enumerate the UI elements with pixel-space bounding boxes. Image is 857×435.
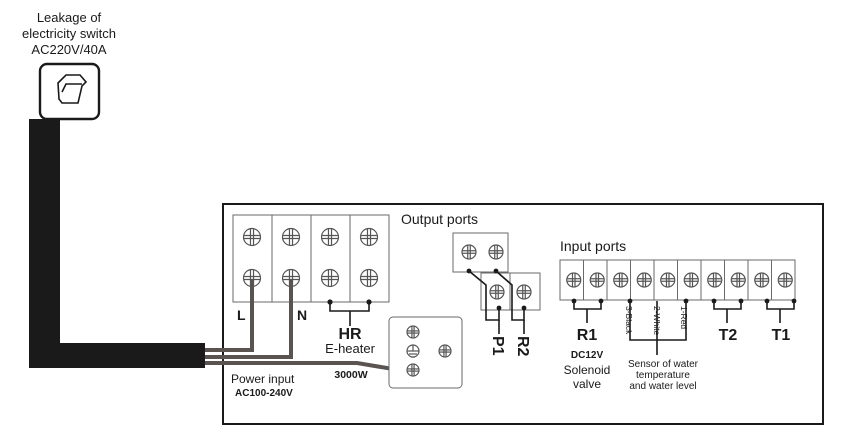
output-ports-title: Output ports	[401, 211, 478, 227]
sensor-wiring	[627, 298, 689, 355]
r1-name-line2: valve	[573, 377, 601, 391]
screw-terminal-icon	[488, 244, 504, 260]
main-cable-horizontal	[29, 343, 205, 368]
t2-bracket	[711, 298, 744, 323]
heater-bracket	[327, 299, 372, 326]
screw-terminal-icon	[320, 268, 340, 288]
switch-title-line2: electricity switch	[22, 26, 116, 41]
power-terminal-block	[232, 214, 390, 303]
screw-terminal-icon	[613, 272, 629, 288]
screw-terminal-icon	[636, 272, 652, 288]
screw-terminal-icon	[707, 272, 723, 288]
screw-terminal-icon	[281, 227, 301, 247]
sensor-line1: Sensor of water	[628, 359, 699, 370]
screw-terminal-icon	[777, 272, 793, 288]
screw-terminal-icon	[242, 227, 262, 247]
screw-terminal-icon	[589, 272, 605, 288]
switch-rating: AC220V/40A	[31, 42, 106, 57]
r1-bracket	[571, 298, 604, 323]
heater-power: 3000W	[334, 369, 367, 381]
label-t1: T1	[772, 327, 791, 344]
screw-terminal-icon	[359, 268, 379, 288]
switch-title-line1: Leakage of	[37, 10, 102, 25]
screw-terminal-icon	[438, 344, 452, 358]
screw-terminal-icon	[461, 244, 477, 260]
wire-ground	[205, 361, 394, 371]
r1-code: R1	[577, 327, 598, 344]
screw-terminal-icon	[683, 272, 699, 288]
main-cable-vertical	[29, 119, 52, 368]
wire-label-white: 2-White	[652, 306, 662, 336]
screw-terminal-icon	[489, 284, 505, 300]
ground-terminal-icon	[406, 344, 420, 358]
label-p1: P1	[489, 336, 506, 356]
power-input-label: Power input	[231, 372, 295, 386]
label-r2: R2	[514, 336, 531, 357]
screw-terminal-icon	[320, 227, 340, 247]
screw-terminal-icon	[566, 272, 582, 288]
input-ports-title: Input ports	[560, 238, 626, 254]
output-wiring	[466, 268, 527, 334]
power-input-range: AC100-240V	[235, 388, 293, 399]
sensor-line2: temperature	[636, 370, 690, 381]
rocker-switch-icon	[57, 74, 88, 104]
leakage-switch	[38, 62, 101, 121]
label-l: L	[237, 307, 246, 323]
wire-label-black: 3-Black	[624, 306, 634, 335]
screw-terminal-icon	[730, 272, 746, 288]
r1-voltage: DC12V	[571, 350, 604, 361]
heater-code: HR	[338, 326, 362, 343]
r1-name-line1: Solenoid	[564, 363, 611, 377]
wire-live	[205, 280, 254, 352]
wire-label-red: 1-Red	[679, 306, 689, 329]
screw-terminal-icon	[359, 227, 379, 247]
screw-terminal-icon	[406, 325, 420, 339]
sensor-line3: and water level	[629, 381, 696, 392]
heater-name: E-heater	[325, 341, 376, 356]
t1-bracket	[764, 298, 797, 323]
screw-terminal-icon	[516, 284, 532, 300]
screw-terminal-icon	[242, 268, 262, 288]
label-n: N	[297, 307, 307, 323]
screw-terminal-icon	[660, 272, 676, 288]
screw-terminal-icon	[754, 272, 770, 288]
screw-terminal-icon	[406, 363, 420, 377]
main-cable	[38, 119, 205, 366]
wire-neutral	[205, 280, 293, 359]
label-t2: T2	[719, 327, 738, 344]
